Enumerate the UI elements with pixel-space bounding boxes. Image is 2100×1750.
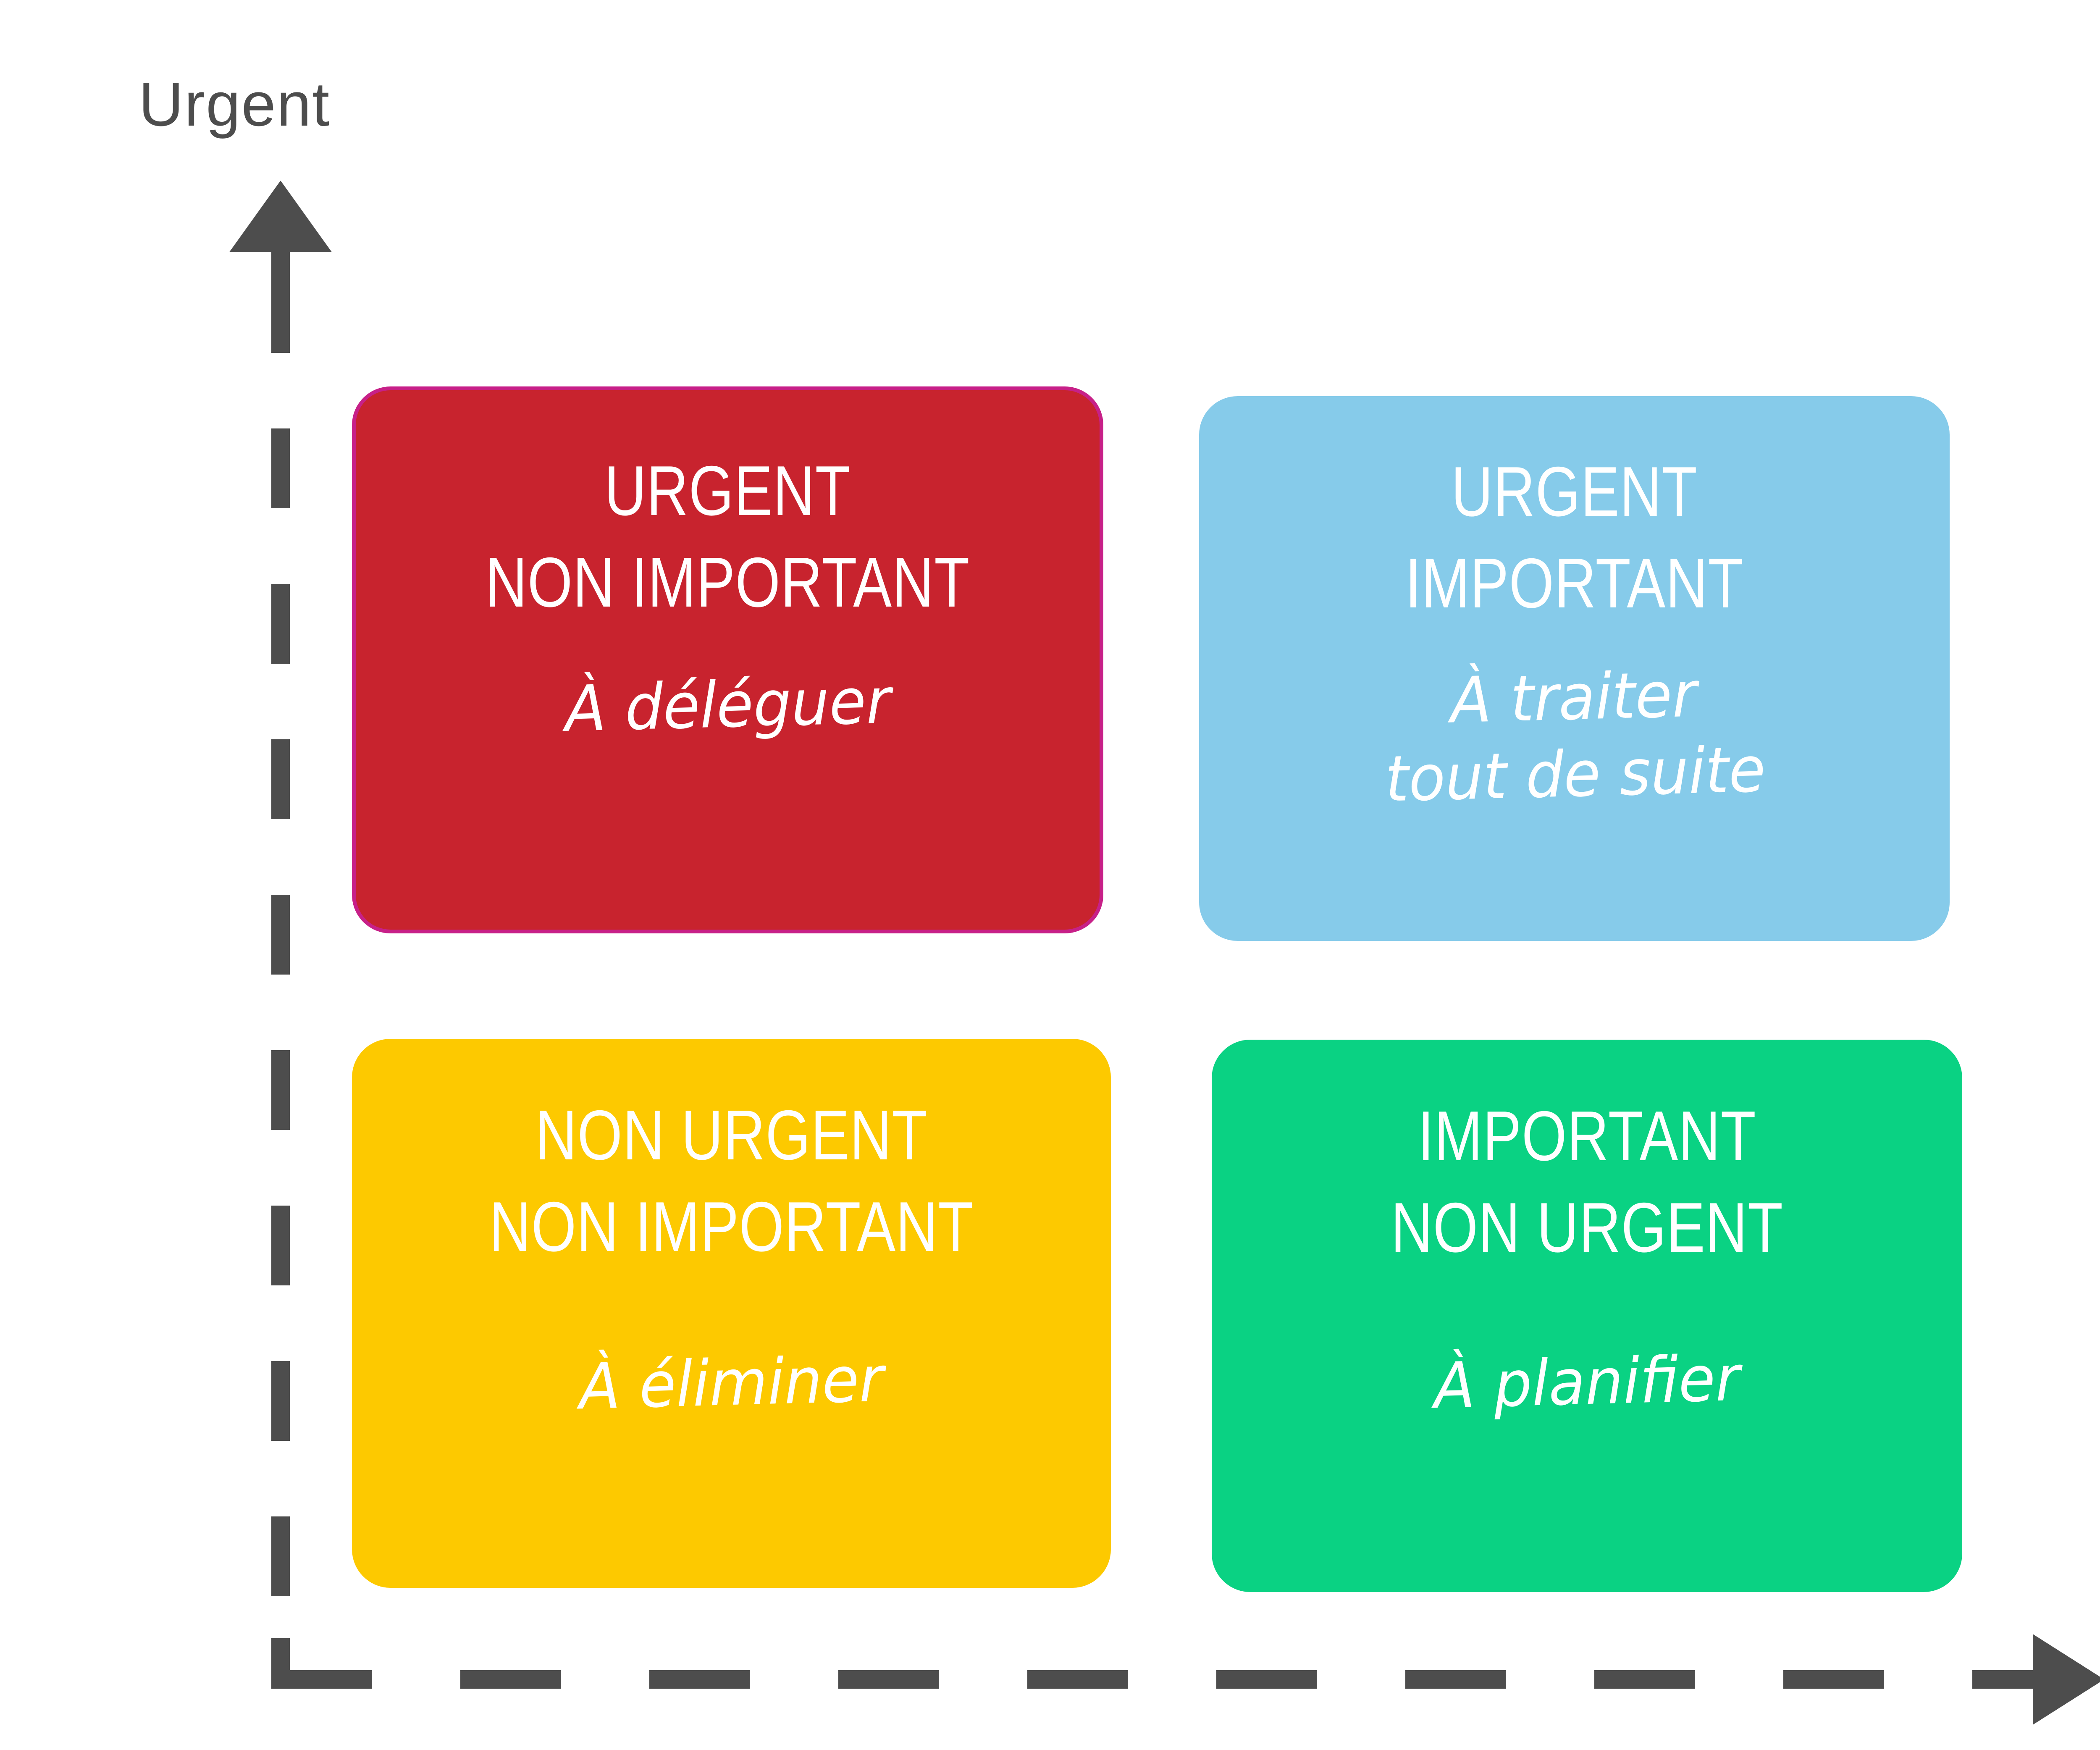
y-axis-arrowhead-icon	[229, 181, 332, 252]
quadrant-action: À planifier	[1433, 1342, 1741, 1423]
quadrant-not-urgent-not-important[interactable]: NON URGENT NON IMPORTANT À éliminer	[352, 1039, 1111, 1588]
y-axis-label-urgent: Urgent	[139, 70, 331, 139]
quadrant-title: NON URGENT NON IMPORTANT	[489, 1096, 974, 1267]
quadrant-important-not-urgent[interactable]: IMPORTANT NON URGENT À planifier	[1212, 1040, 1962, 1592]
quadrant-action: À traiter tout de suite	[1384, 658, 1767, 816]
quadrant-title: IMPORTANT NON URGENT	[1391, 1096, 1783, 1267]
x-axis-arrowhead-icon	[2033, 1634, 2100, 1725]
quadrant-action: À éliminer	[578, 1343, 885, 1424]
quadrant-action: À déléguer	[564, 664, 891, 746]
quadrant-title: URGENT IMPORTANT	[1405, 452, 1744, 623]
quadrant-title: URGENT NON IMPORTANT	[485, 451, 970, 622]
quadrant-urgent-not-important[interactable]: URGENT NON IMPORTANT À déléguer	[352, 386, 1103, 933]
y-axis-stem	[271, 235, 290, 281]
x-axis-stem	[1974, 1670, 2041, 1689]
quadrant-urgent-important[interactable]: URGENT IMPORTANT À traiter tout de suite	[1199, 396, 1950, 941]
